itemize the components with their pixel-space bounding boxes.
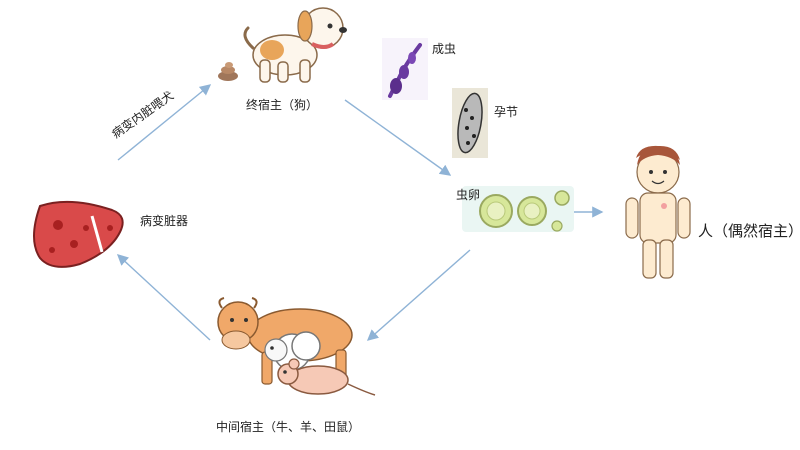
intermediate-host-label: 中间宿主（牛、羊、田鼠） [216, 420, 361, 434]
final-host-label: 终宿主（狗） [246, 98, 319, 112]
proglottid-icon [452, 88, 488, 158]
dog-icon [243, 7, 347, 83]
arrow-livestock-to-organ [116, 254, 211, 341]
liver-icon [33, 200, 124, 268]
organ-label: 病变脏器 [140, 214, 189, 228]
adult-worm-label: 成虫 [432, 42, 457, 56]
human-label: 人（偶然宿主） [698, 222, 800, 240]
arrow-egg-to-livestock [366, 249, 471, 341]
proglottid-label: 孕节 [494, 105, 519, 119]
human-icon [625, 145, 691, 279]
adult-worm-icon [382, 38, 428, 100]
egg-icon [462, 186, 574, 232]
arrow-dog-to-egg [344, 99, 452, 176]
feces-icon [218, 62, 238, 81]
arrow-organ-to-dog [117, 84, 212, 161]
egg-label: 虫卵 [456, 188, 481, 202]
livestock-icon [217, 297, 376, 396]
